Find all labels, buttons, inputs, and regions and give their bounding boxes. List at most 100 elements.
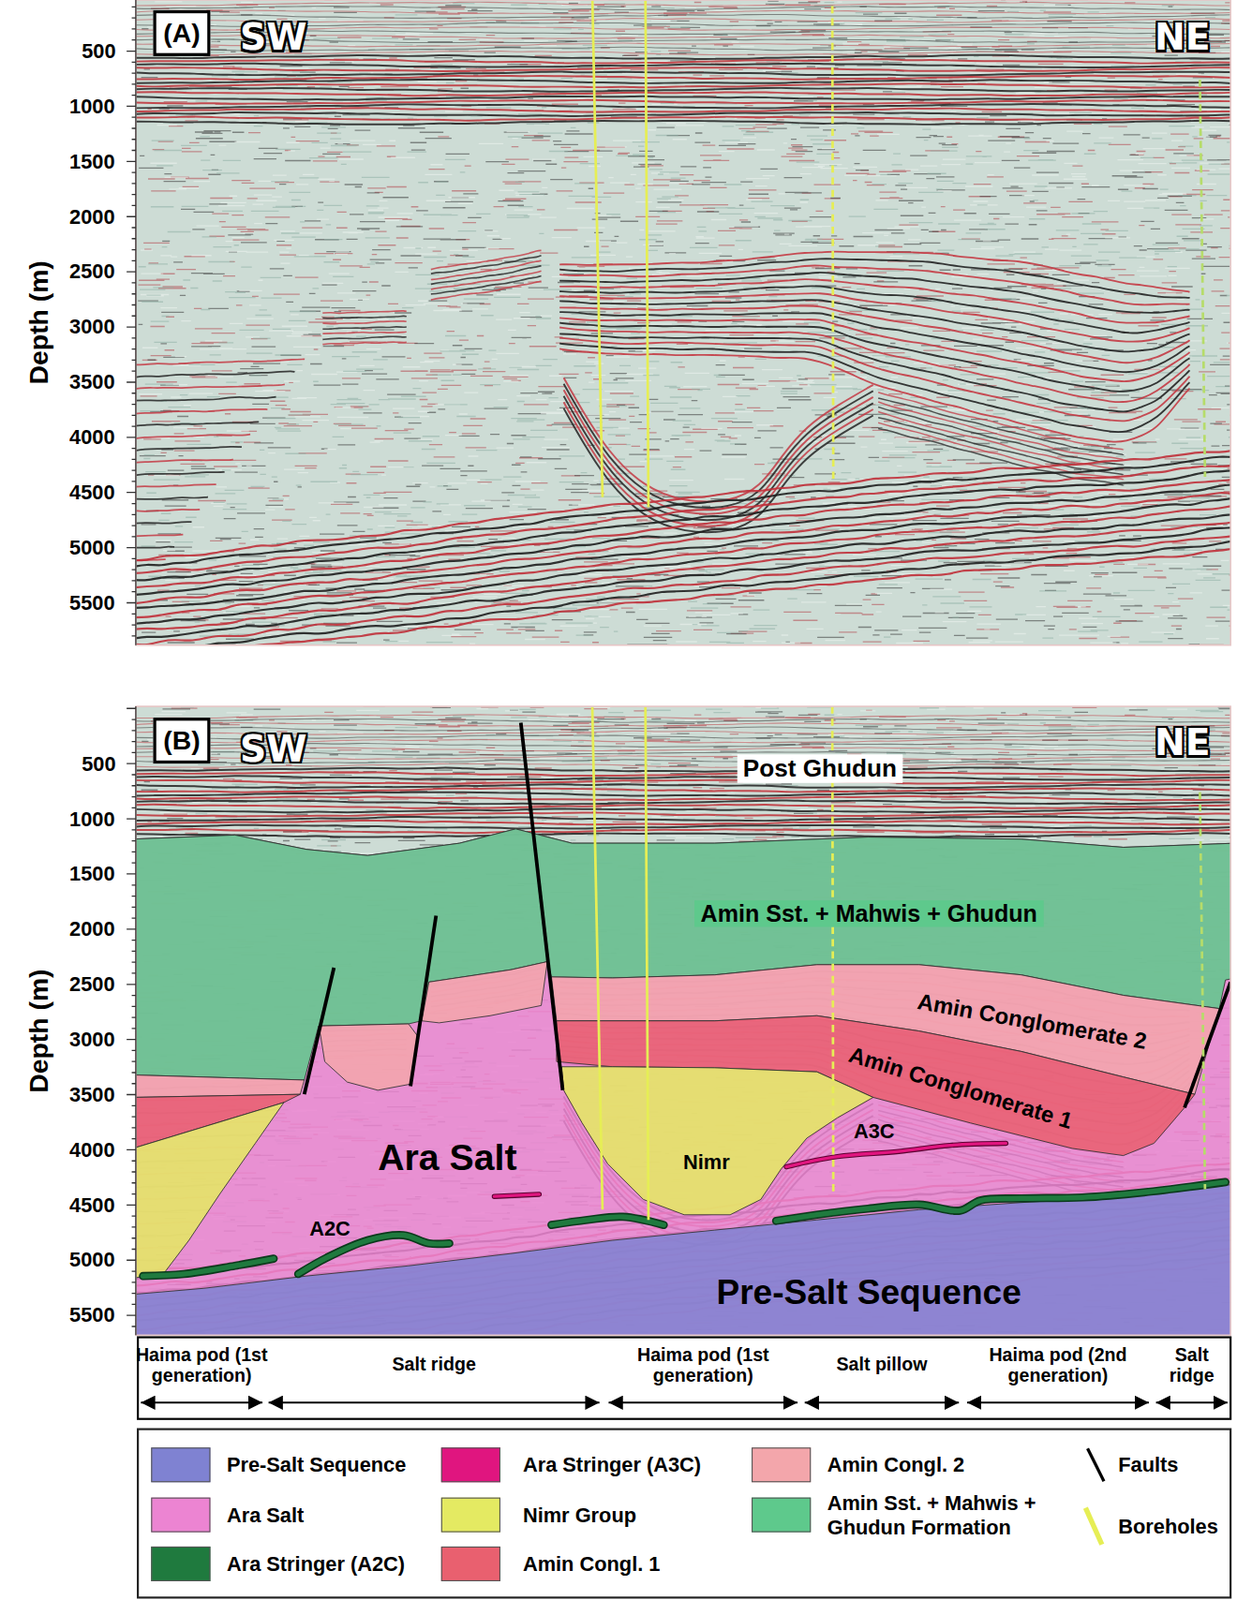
extent-arrow	[804, 1401, 960, 1404]
frames-and-axes	[126, 0, 1231, 1598]
unit-fill	[135, 1102, 284, 1279]
seismic-image	[135, 0, 1231, 646]
stringer-a2c	[298, 1235, 449, 1275]
borehole-symbol	[1085, 1508, 1102, 1546]
legend-text: Pre-Salt Sequence	[226, 1453, 406, 1477]
seismic-reflector	[135, 421, 259, 426]
unit-label: Nimr	[683, 1150, 731, 1175]
borehole-line	[645, 0, 649, 508]
legend-text: Faults	[1117, 1453, 1178, 1477]
depth-tick-label: 1000	[69, 94, 115, 119]
seismic-reflector	[135, 447, 242, 452]
seismic-reflector	[878, 402, 1124, 460]
legend-swatch	[751, 1498, 811, 1534]
zone-label: Haima pod (2nd generation)	[968, 1344, 1148, 1389]
seismic-panel	[135, 0, 1231, 646]
seismic-reflector	[135, 96, 1231, 101]
fault-line	[521, 723, 564, 1091]
seismic-reflector	[135, 527, 1231, 640]
depth-axis	[126, 706, 136, 1336]
stringer-label: A2C	[309, 1216, 351, 1240]
seismic-reflector	[135, 796, 1231, 801]
depth-tick-label: 2500	[69, 972, 115, 997]
seismic-reflector	[322, 342, 406, 345]
legend-swatch	[150, 1498, 210, 1534]
borehole-line	[832, 0, 834, 482]
unit-fill	[421, 962, 548, 1024]
seismic-reflector	[135, 472, 225, 477]
depth-tick-label: 2000	[69, 204, 115, 228]
unit-fill	[135, 1074, 305, 1098]
fault-line	[410, 915, 436, 1087]
stringer-a3c	[786, 1143, 1006, 1167]
depth-tick-label: 500	[81, 752, 116, 776]
depth-tick-label: 3500	[69, 370, 115, 394]
depth-tick-label: 4000	[69, 425, 115, 449]
depth-tick-label: 4500	[69, 1192, 115, 1217]
seismic-reflector	[135, 484, 217, 488]
legend-swatch	[751, 1447, 811, 1483]
seismic-reflector	[135, 107, 1231, 112]
seismic-reflector	[322, 327, 406, 330]
borehole-symbol	[1073, 1505, 1115, 1548]
seismic-reflector	[559, 317, 1190, 382]
borehole-line	[1199, 79, 1205, 477]
seismic-reflector	[135, 808, 1231, 813]
unit-fill	[135, 1184, 1231, 1336]
depth-tick-label: 500	[81, 39, 116, 63]
zone-label: Salt pillow	[805, 1355, 958, 1378]
seismic-reflector	[135, 825, 1231, 830]
seismic-reflector	[135, 804, 1231, 809]
seismic-reflector	[135, 775, 1231, 780]
depth-tick-label: 1000	[69, 806, 115, 831]
fault-symbol	[1073, 1445, 1115, 1487]
seismic-reflector	[135, 83, 1231, 88]
borehole-line	[592, 0, 603, 498]
seismic-reflector	[135, 820, 1231, 825]
seismic-reflector	[135, 75, 1231, 80]
borehole-line	[1199, 792, 1205, 1191]
legend-swatch	[150, 1447, 210, 1483]
depth-tick-label: 2000	[69, 917, 115, 941]
seismic-reflector	[135, 459, 234, 463]
seismic-reflector	[135, 718, 1231, 723]
seismic-reflector	[135, 409, 268, 415]
stringer-a3c	[493, 1194, 539, 1197]
legend-text: Amin Congl. 1	[522, 1552, 661, 1577]
seismic-reflector	[135, 371, 296, 378]
seismic-reflector	[878, 398, 1124, 455]
seismic-reflector	[559, 333, 1190, 412]
legend-text: Amin Sst. + Mahwis + Ghudun Formation	[827, 1490, 1047, 1540]
borehole-line	[645, 706, 649, 1221]
panel-tag: (B)	[152, 717, 210, 764]
unit-fill	[318, 1024, 418, 1091]
depth-tick-label: 5000	[69, 1248, 115, 1272]
direction-label: NE	[1154, 15, 1211, 59]
zone-label: Haima pod (1st generation)	[610, 1344, 797, 1389]
extent-arrow	[140, 1401, 263, 1404]
depth-tick-label: 3000	[69, 1028, 115, 1052]
seismic-reflector	[564, 384, 874, 508]
panel-frame	[135, 0, 1231, 646]
stringer-outline	[775, 1182, 1225, 1222]
seismic-reflector	[135, 91, 1231, 96]
axis-title: Depth (m)	[23, 968, 55, 1093]
depth-tick-label: 5500	[69, 1303, 115, 1327]
legend-text: Ara Stringer (A2C)	[226, 1552, 405, 1577]
seismic-reflector	[135, 509, 200, 512]
stringer-outline	[786, 1143, 1006, 1167]
borehole-symbol	[1073, 1505, 1115, 1548]
seismic-reflector	[135, 477, 1231, 588]
seismic-reflector	[135, 496, 209, 499]
legend-box	[137, 1430, 1231, 1599]
direction-label: SW	[239, 15, 308, 59]
unit-label: Ara Salt	[377, 1135, 517, 1178]
seismic-reflector	[135, 104, 1231, 108]
unit-fill	[561, 1067, 873, 1216]
seismic-reflector	[878, 417, 1124, 476]
stringer-outline	[298, 1235, 449, 1275]
legend-swatch	[150, 1547, 210, 1582]
seismic-reflector	[559, 338, 1190, 422]
seismic-reflector	[878, 412, 1124, 471]
fault-symbol	[1073, 1445, 1115, 1487]
